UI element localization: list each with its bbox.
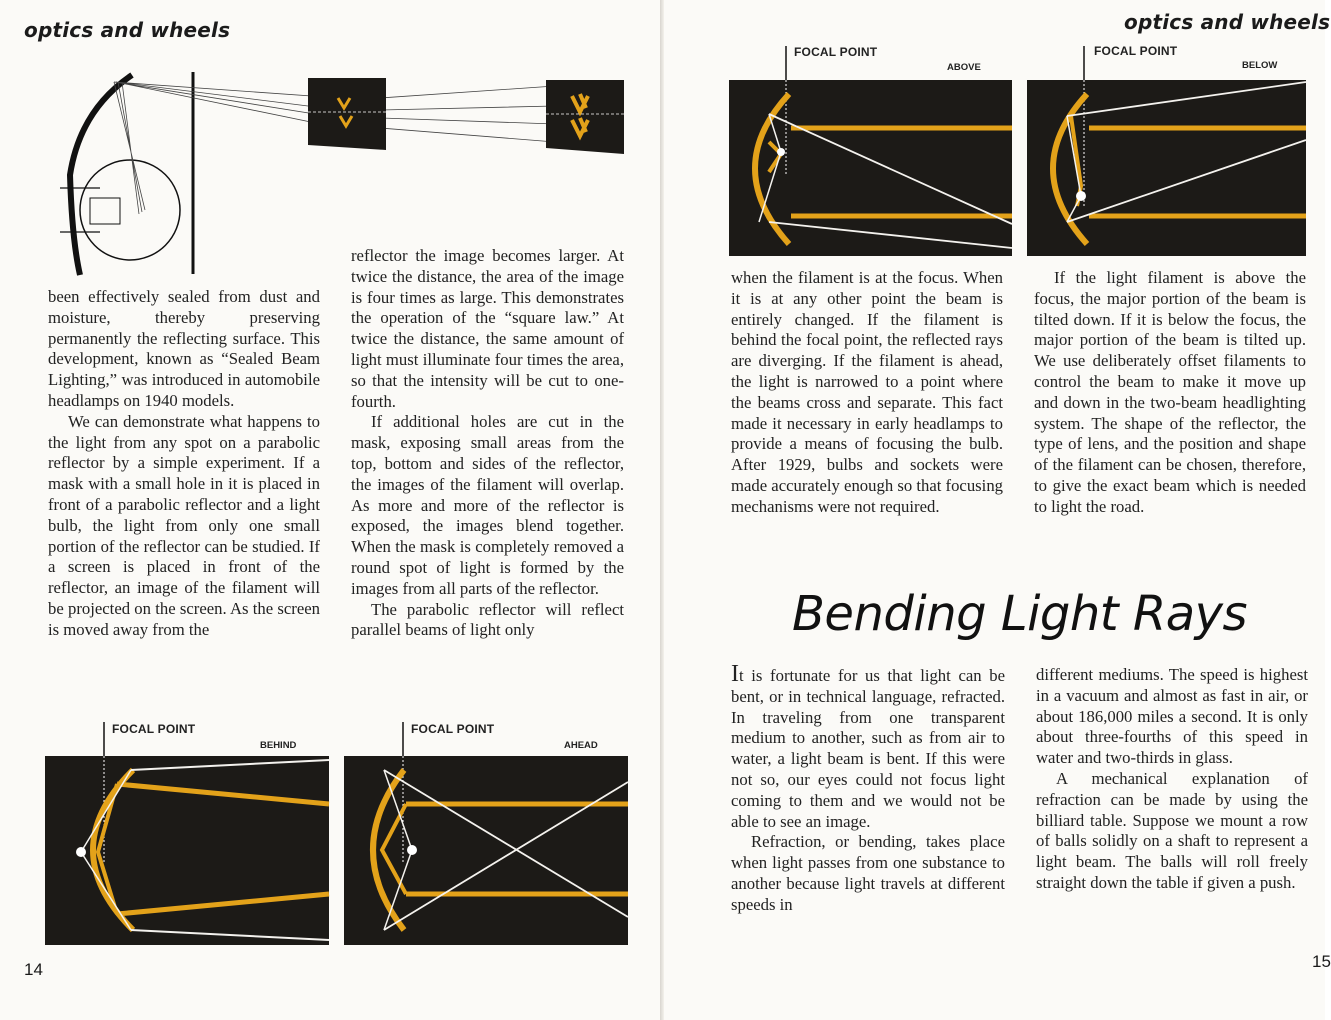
paragraph: It is fortunate for us that light can be…: [731, 662, 1005, 832]
running-head-left: optics and wheels: [24, 18, 231, 42]
position-label-above: ABOVE: [947, 62, 981, 73]
left-column-2: reflector the image becomes larger. At t…: [351, 246, 624, 641]
position-label-below: BELOW: [1242, 60, 1278, 71]
section-title: Bending Light Rays: [792, 586, 1248, 642]
right-column-4: different mediums. The speed is highest …: [1036, 665, 1308, 894]
paragraph: We can demonstrate what happens to the l…: [48, 411, 320, 639]
paragraph: reflector the image becomes larger. At t…: [351, 246, 624, 411]
right-column-3: It is fortunate for us that light can be…: [731, 662, 1005, 916]
focal-point-label: FOCAL POINT: [112, 722, 196, 736]
beam-diagram-behind: [45, 722, 330, 945]
page-number-left: 14: [24, 960, 43, 979]
focal-point-label: FOCAL POINT: [1094, 44, 1178, 58]
page-number-right: 15: [1312, 952, 1331, 971]
right-column-2: If the light filament is above the focus…: [1034, 268, 1306, 518]
focal-point-label: FOCAL POINT: [411, 722, 495, 736]
position-label-behind: BEHIND: [260, 740, 297, 751]
paragraph: different mediums. The speed is highest …: [1036, 665, 1308, 768]
paragraph: been effectively sealed from dust and mo…: [48, 287, 320, 410]
paragraph: when the filament is at the focus. When …: [731, 268, 1004, 516]
beam-diagram-above: [729, 46, 1013, 256]
running-head-right: optics and wheels: [1124, 10, 1331, 34]
paragraph: The parabolic reflector will reflect par…: [351, 599, 624, 640]
drop-cap: I: [731, 661, 739, 687]
left-column-1: been effectively sealed from dust and mo…: [48, 287, 320, 641]
paragraph: A mechanical explanation of refraction c…: [1036, 768, 1308, 892]
position-label-ahead: AHEAD: [564, 740, 598, 751]
beam-diagram-ahead: [344, 722, 629, 945]
right-column-1: when the filament is at the focus. When …: [731, 268, 1003, 518]
book-gutter: [660, 0, 664, 1020]
beam-diagram-below: [1027, 46, 1307, 256]
paragraph: If additional holes are cut in the mask,…: [351, 412, 624, 598]
paragraph: Refraction, or bending, takes place when…: [731, 832, 1005, 914]
headlamp-mask-illustration: [60, 72, 624, 276]
paragraph-text: t is fortunate for us that light can be …: [731, 666, 1005, 831]
focal-point-label: FOCAL POINT: [794, 45, 878, 59]
paragraph: If the light filament is above the focus…: [1034, 268, 1306, 516]
